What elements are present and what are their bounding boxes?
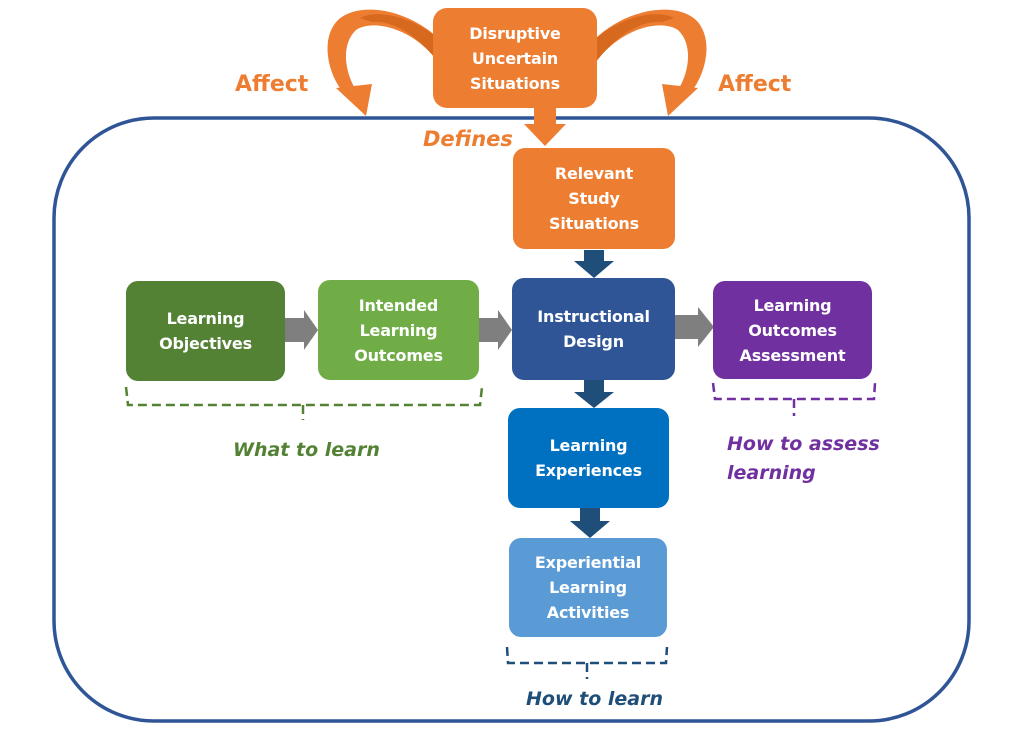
node-relevant-study-situations: Relevant Study Situations <box>513 148 675 249</box>
affect-left-arrow <box>327 9 440 116</box>
arrow-relevant-to-instructional <box>574 250 614 278</box>
node-label: Learning Outcomes Assessment <box>739 295 846 365</box>
label-how-to-learn: How to learn <box>526 688 663 710</box>
node-label: Instructional Design <box>537 307 650 351</box>
bracket-how-to-assess <box>711 382 877 416</box>
node-learning-objectives: Learning Objectives <box>126 281 285 381</box>
defines-arrow <box>524 108 566 146</box>
node-disruptive-uncertain-situations: Disruptive Uncertain Situations <box>433 8 597 108</box>
label-what-to-learn: What to learn <box>233 439 380 461</box>
node-label: Learning Experiences <box>535 436 642 480</box>
affect-right-arrow <box>594 9 707 116</box>
node-instructional-design: Instructional Design <box>512 278 675 380</box>
arrow-intended-to-instructional <box>479 310 512 350</box>
node-label: Disruptive Uncertain Situations <box>469 23 561 93</box>
node-learning-experiences: Learning Experiences <box>508 408 669 508</box>
label-how-to-assess-learning: How to assess learning <box>727 433 880 484</box>
context-frame <box>52 116 971 723</box>
node-label: Experiential Learning Activities <box>534 553 642 622</box>
node-label: Learning Objectives <box>159 309 252 353</box>
arrow-instructional-to-assessment <box>675 307 714 347</box>
node-label: Intended Learning Outcomes <box>354 295 443 365</box>
node-learning-outcomes-assessment: Learning Outcomes Assessment <box>713 281 872 379</box>
arrow-instructional-to-experiences <box>574 380 614 408</box>
arrow-experiences-to-activities <box>570 508 610 538</box>
label-defines: Defines <box>423 127 513 151</box>
node-label: Relevant Study Situations <box>549 164 639 233</box>
node-experiential-learning-activities: Experiential Learning Activities <box>509 538 667 637</box>
arrow-objectives-to-intended <box>285 310 318 350</box>
label-affect-left: Affect <box>235 72 309 97</box>
bracket-what-to-learn <box>124 386 484 420</box>
label-affect-right: Affect <box>718 72 792 97</box>
bracket-how-to-learn <box>505 646 669 679</box>
node-intended-learning-outcomes: Intended Learning Outcomes <box>318 280 479 380</box>
